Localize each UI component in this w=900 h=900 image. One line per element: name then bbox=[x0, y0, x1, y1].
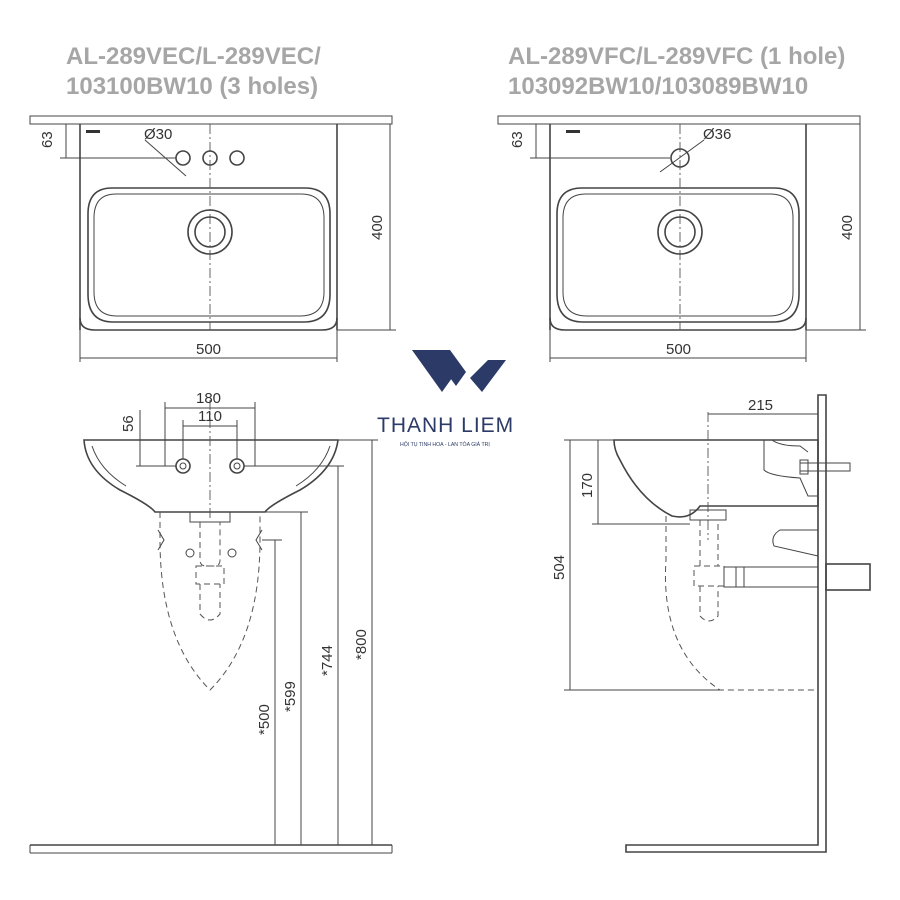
plan-view-1-hole: Ø36 63 400 500 bbox=[497, 115, 866, 362]
fixing-bolt-left bbox=[175, 458, 191, 474]
fixing-bolt-left-inner bbox=[179, 462, 187, 470]
wall-edge-left bbox=[29, 115, 393, 125]
basin-back-profile bbox=[763, 440, 818, 497]
overflow-mark bbox=[86, 130, 100, 133]
basin-front-rim-right bbox=[295, 445, 331, 487]
model-title-right: AL-289VFC/L-289VFC (1 hole) 103092BW10/1… bbox=[508, 42, 845, 102]
side-elevation: 215 170 504 bbox=[551, 394, 871, 853]
dim-63: 63 bbox=[39, 131, 56, 148]
dim-63-2: 63 bbox=[509, 131, 526, 148]
dim-hole-diameter-2: Ø36 bbox=[703, 126, 731, 143]
basin-bowl-outline bbox=[87, 187, 331, 323]
pedestal-bolt-left bbox=[185, 548, 195, 558]
dim-h744: *744 bbox=[319, 645, 336, 676]
plan-view-3-holes: Ø30 63 400 500 bbox=[29, 115, 396, 362]
tap-hole-left bbox=[175, 150, 191, 166]
tap-hole-single bbox=[670, 148, 690, 168]
bracket-right bbox=[255, 529, 263, 551]
model-title-left-line1: AL-289VEC/L-289VEC/ bbox=[66, 43, 321, 70]
model-title-left: AL-289VEC/L-289VEC/ 103100BW10 (3 holes) bbox=[66, 42, 321, 102]
trap-nut bbox=[195, 565, 225, 585]
basin-front-outline bbox=[83, 439, 339, 513]
bracket-left bbox=[157, 529, 165, 551]
logo-mark-stroke3 bbox=[470, 360, 506, 392]
logo-mark-stroke2 bbox=[430, 350, 466, 386]
basin-back-rim bbox=[771, 439, 809, 453]
trap-bottle-side bbox=[699, 586, 719, 622]
drain-outer-2 bbox=[657, 209, 703, 255]
logo-mark-stroke1 bbox=[412, 350, 452, 392]
drain-inner-2 bbox=[664, 216, 696, 248]
dim-170: 170 bbox=[579, 473, 596, 498]
fixing-bolt-right bbox=[229, 458, 245, 474]
brand-name: THANH LIEM bbox=[377, 414, 514, 437]
tap-hole-center bbox=[202, 150, 218, 166]
waste-pipe bbox=[723, 566, 819, 588]
basin-bowl-inner-outline bbox=[93, 193, 325, 317]
dim-504: 504 bbox=[551, 555, 568, 580]
brand-logo: THANH LIEM HỘI TỤ TINH HOA - LAN TỎA GIÁ… bbox=[377, 350, 514, 448]
dim-h599: *599 bbox=[282, 681, 299, 712]
dim-h800: *800 bbox=[353, 629, 370, 660]
drain-inner bbox=[194, 216, 226, 248]
basin-bowl-inner-outline-2 bbox=[562, 193, 794, 317]
basin-side-outline bbox=[613, 439, 819, 518]
dim-h500: *500 bbox=[256, 704, 273, 735]
drain-pipe-side bbox=[699, 520, 719, 567]
waste-pipe-wall bbox=[825, 563, 871, 591]
diameter-leader-2 bbox=[659, 139, 705, 173]
pedestal-side-dashed bbox=[664, 516, 818, 691]
drain-pipe bbox=[199, 522, 221, 567]
drain-outer bbox=[187, 209, 233, 255]
dim-500: 500 bbox=[196, 341, 221, 358]
dim-400-2: 400 bbox=[839, 215, 856, 240]
bracket-side bbox=[772, 529, 819, 557]
tap-hole-right bbox=[229, 150, 245, 166]
drain-flange bbox=[189, 511, 231, 523]
front-elevation: 180 110 56 *500 *599 *744 *800 bbox=[29, 390, 393, 854]
basin-outer-front-edge bbox=[79, 317, 338, 331]
fixing-washer-side bbox=[799, 459, 809, 475]
dim-56: 56 bbox=[120, 415, 137, 432]
drain-flange-side bbox=[689, 509, 727, 521]
basin-front-rim-left bbox=[91, 445, 127, 487]
dim-hole-diameter: Ø30 bbox=[144, 126, 172, 143]
basin-bowl-outline-2 bbox=[556, 187, 800, 323]
wall-edge-right bbox=[497, 115, 861, 125]
dim-110: 110 bbox=[198, 408, 222, 425]
fixing-bolt-right-inner bbox=[233, 462, 241, 470]
pedestal-dashed bbox=[159, 512, 261, 691]
model-title-right-line1: AL-289VFC/L-289VFC (1 hole) bbox=[508, 43, 846, 70]
dim-400: 400 bbox=[369, 215, 386, 240]
overflow-mark-2 bbox=[566, 130, 580, 133]
dim-215: 215 bbox=[748, 397, 773, 414]
dim-500-2: 500 bbox=[666, 341, 691, 358]
basin-outer-front-edge-2 bbox=[549, 317, 807, 331]
trap-nut-side bbox=[693, 565, 725, 587]
model-title-right-line2: 103092BW10/103089BW10 bbox=[508, 73, 809, 100]
wall-and-floor-section bbox=[625, 394, 827, 853]
dim-180: 180 bbox=[196, 390, 221, 407]
brand-tagline: HỘI TỤ TINH HOA - LAN TỎA GIÁ TRỊ bbox=[400, 441, 490, 448]
model-title-left-line2: 103100BW10 (3 holes) bbox=[66, 73, 319, 100]
trap-bottle bbox=[199, 584, 221, 621]
pedestal-bolt-right bbox=[227, 548, 237, 558]
